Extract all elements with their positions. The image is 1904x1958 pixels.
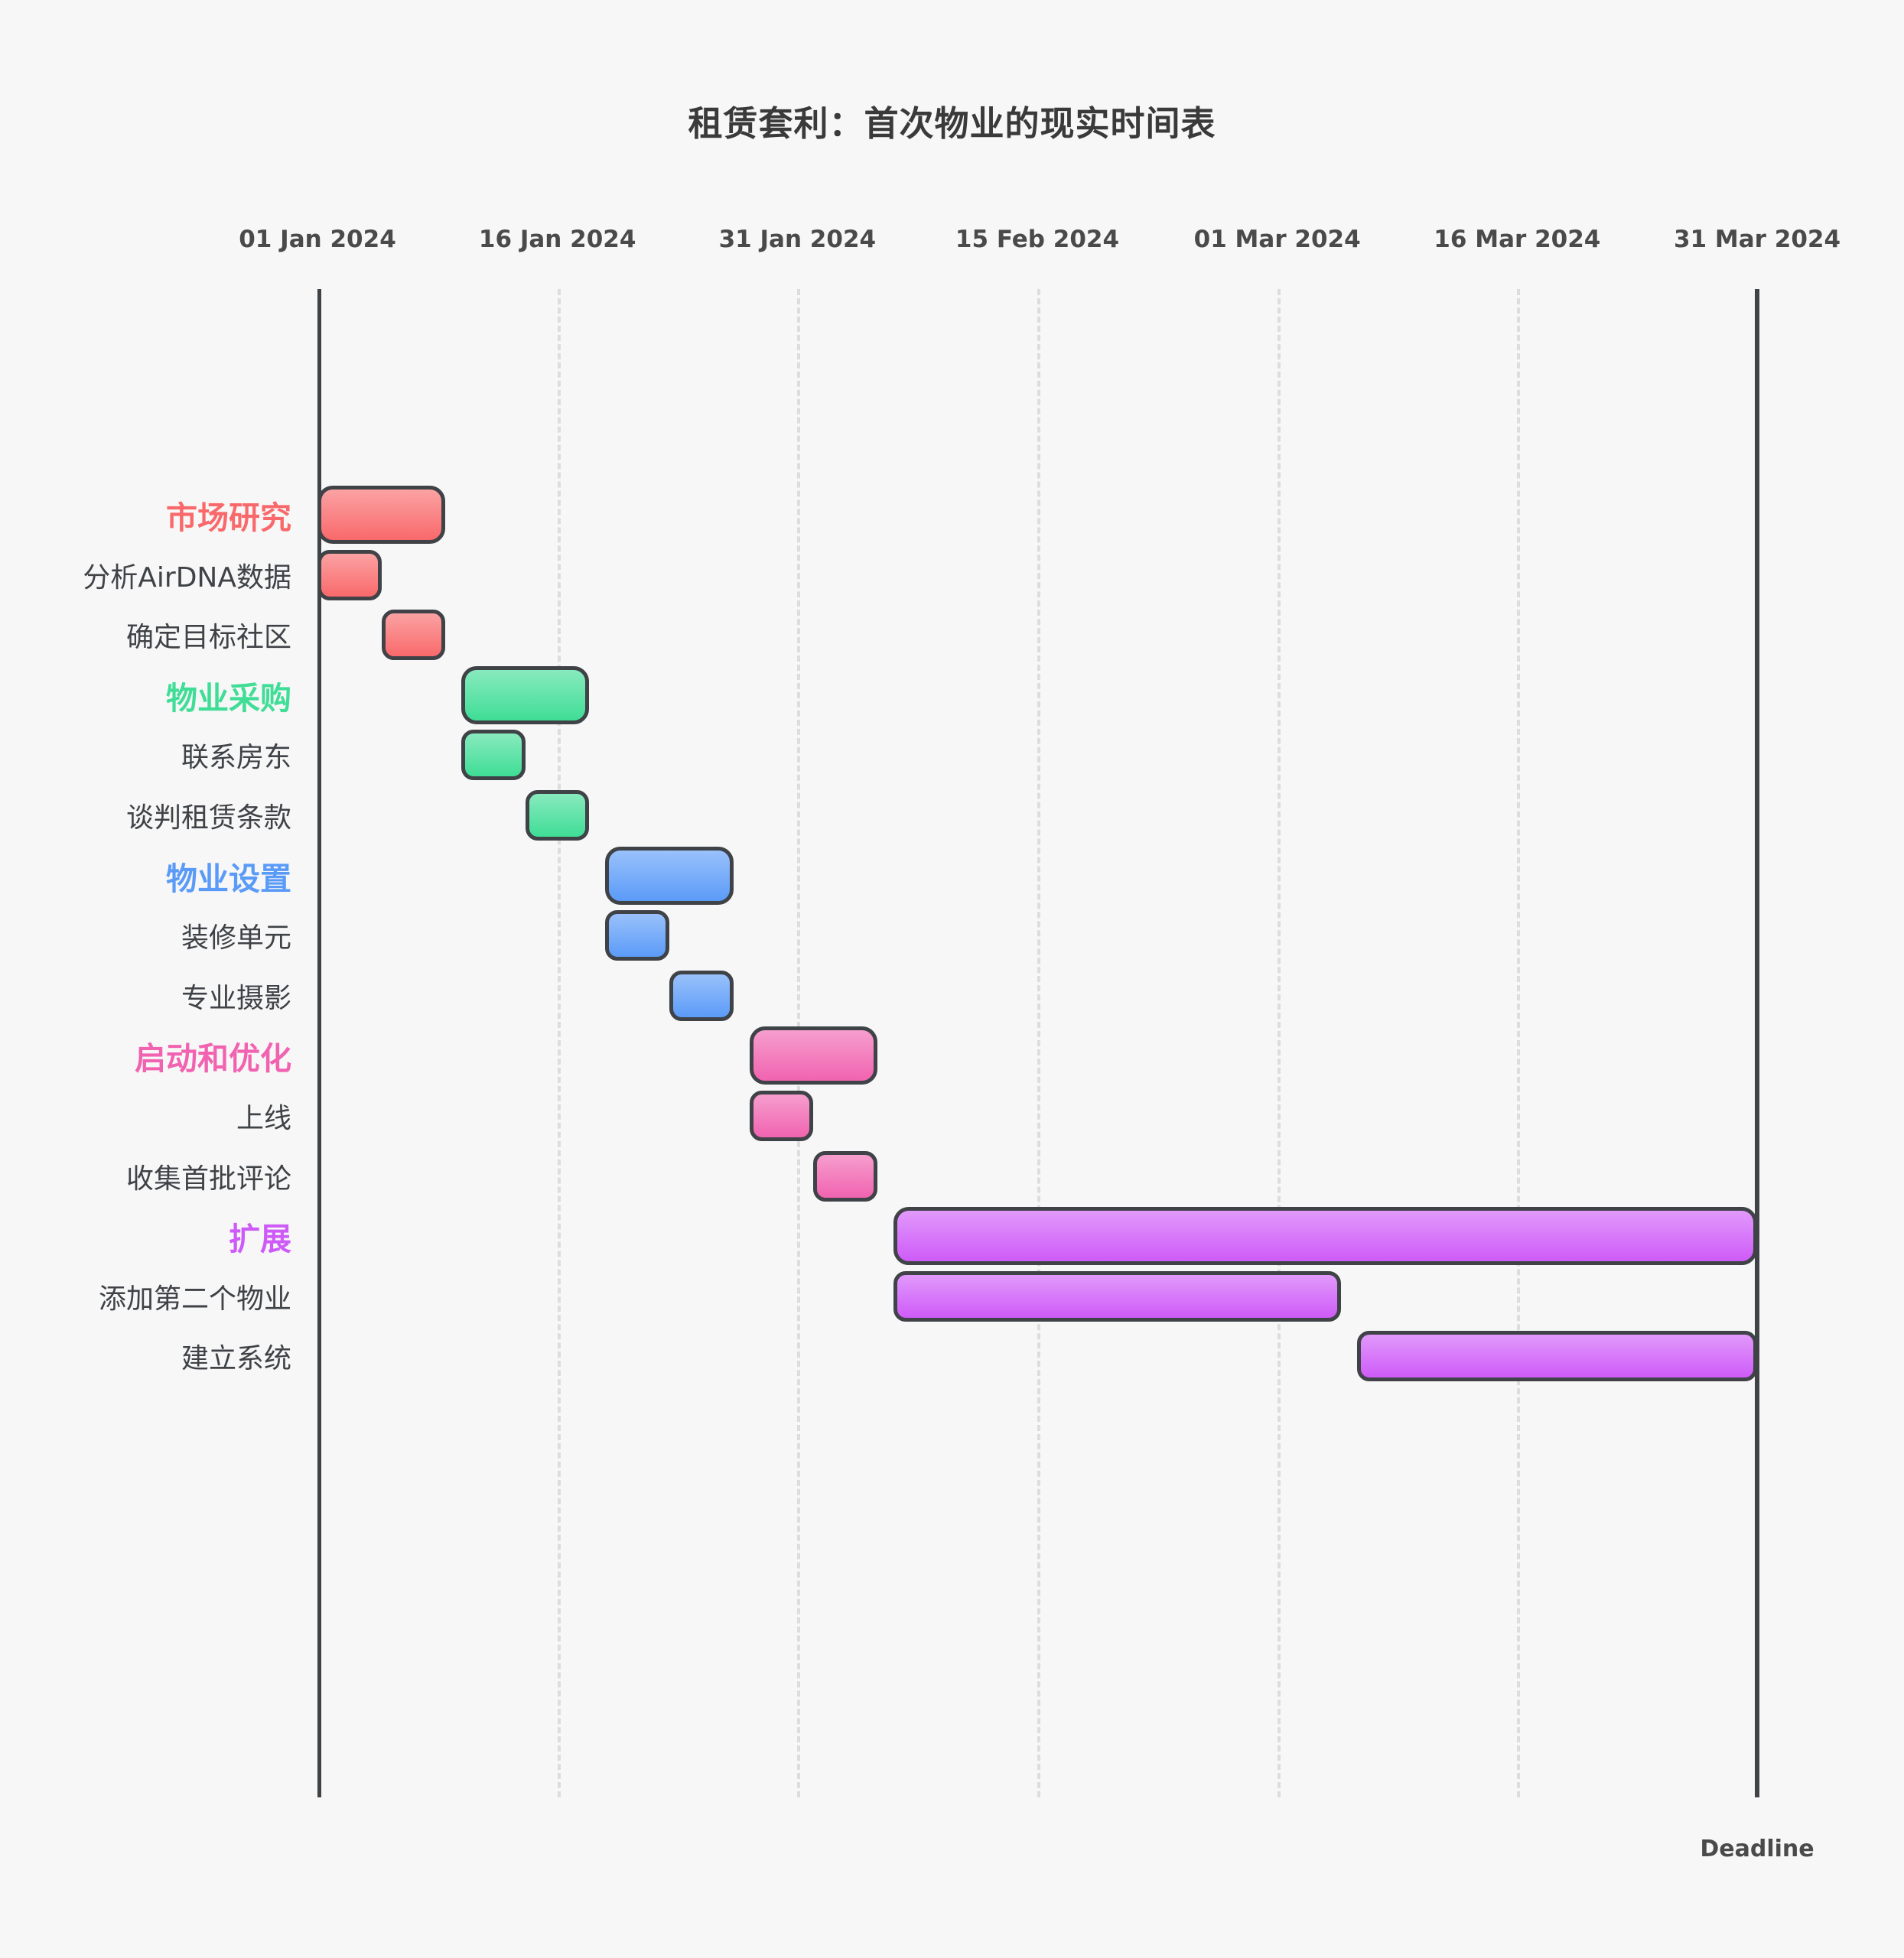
gantt-bar[interactable] — [749, 1026, 877, 1085]
gantt-bar[interactable] — [813, 1150, 877, 1202]
gantt-bar[interactable] — [1357, 1331, 1757, 1382]
x-axis-tick-label: 15 Feb 2024 — [955, 226, 1120, 253]
gridline — [1517, 289, 1521, 1797]
chart-title: 租赁套利：首次物业的现实时间表 — [688, 103, 1216, 144]
task-label: 建立系统 — [181, 1343, 291, 1375]
gridline — [1277, 289, 1281, 1797]
x-axis-tick-label: 16 Jan 2024 — [478, 226, 636, 253]
gridline — [1037, 289, 1040, 1797]
task-label: 专业摄影 — [181, 982, 291, 1014]
x-axis-tick-label: 31 Mar 2024 — [1673, 226, 1841, 253]
task-label: 分析AirDNA数据 — [83, 561, 291, 594]
gantt-bar[interactable] — [317, 549, 382, 600]
gantt-bar[interactable] — [893, 1270, 1342, 1322]
gantt-bar[interactable] — [669, 970, 734, 1021]
section-label: 物业采购 — [166, 679, 291, 717]
gantt-bar[interactable] — [605, 846, 734, 905]
y-axis-line — [317, 289, 321, 1797]
task-label: 联系房东 — [181, 742, 291, 774]
deadline-label: Deadline — [1700, 1836, 1814, 1862]
task-label: 确定目标社区 — [125, 622, 291, 654]
task-label: 收集首批评论 — [125, 1163, 291, 1195]
section-label: 启动和优化 — [135, 1040, 291, 1078]
x-axis-tick-label: 01 Mar 2024 — [1193, 226, 1361, 253]
section-label: 扩展 — [229, 1221, 291, 1258]
gantt-bar[interactable] — [317, 486, 446, 544]
gantt-bar[interactable] — [525, 790, 590, 841]
x-axis-tick-label: 01 Jan 2024 — [239, 226, 396, 253]
plot-area — [317, 289, 1757, 1797]
gantt-bar[interactable] — [461, 665, 590, 724]
gridline — [557, 289, 561, 1797]
gantt-bar[interactable] — [461, 730, 526, 781]
task-label: 谈判租赁条款 — [125, 802, 291, 834]
gantt-bar[interactable] — [893, 1207, 1757, 1266]
gantt-bar[interactable] — [381, 610, 446, 661]
task-label: 上线 — [236, 1103, 291, 1134]
task-label: 装修单元 — [181, 922, 291, 955]
section-label: 物业设置 — [166, 860, 291, 897]
x-axis-tick-label: 31 Jan 2024 — [718, 226, 877, 253]
x-axis-tick-label: 16 Mar 2024 — [1434, 226, 1601, 253]
gantt-bar[interactable] — [605, 910, 670, 961]
gantt-bar[interactable] — [749, 1091, 814, 1141]
section-label: 市场研究 — [166, 499, 291, 536]
task-label: 添加第二个物业 — [98, 1283, 291, 1315]
deadline-vline — [1755, 289, 1759, 1797]
